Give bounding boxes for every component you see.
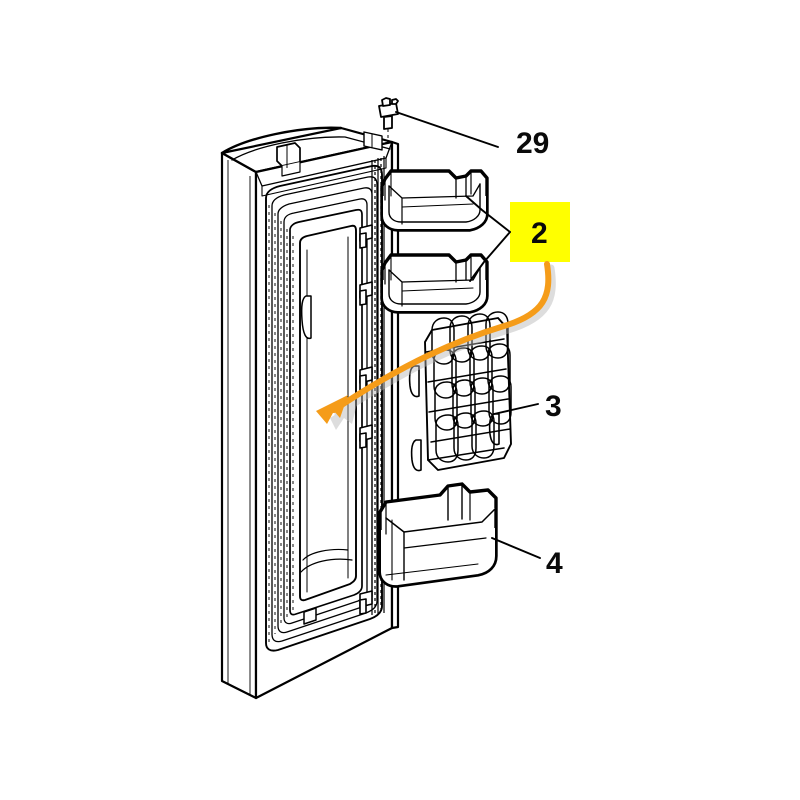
leader-2-lower [469, 231, 511, 282]
shelf-mounting-clips [359, 224, 373, 615]
highlight-box[interactable] [510, 202, 570, 262]
highlight-pointer-arrow [316, 261, 552, 424]
hinge-pin-part-29 [378, 97, 399, 147]
highlight-pointer-arrow-shadow [330, 264, 556, 430]
gasket-texture [268, 205, 294, 642]
door-left-edge-shading [227, 160, 251, 695]
door-bin-upper-part-2 [380, 169, 489, 232]
callout-label-3: 3 [545, 390, 562, 423]
deep-door-bin-part-4 [378, 482, 498, 588]
door-hinge-socket [276, 131, 383, 177]
bottle-can-rack-part-3 [408, 311, 512, 472]
callout-label-29: 29 [516, 127, 549, 160]
door-bin-middle-part-2 [380, 253, 489, 314]
callout-leader-lines [395, 111, 541, 559]
leader-3 [493, 403, 539, 415]
leader-4 [491, 537, 541, 559]
callout-label-4: 4 [546, 547, 563, 580]
leader-2-upper [465, 195, 511, 233]
leader-29 [395, 111, 499, 148]
liner-retainer-clips [300, 295, 317, 625]
callout-label-2[interactable]: 2 [531, 217, 548, 250]
